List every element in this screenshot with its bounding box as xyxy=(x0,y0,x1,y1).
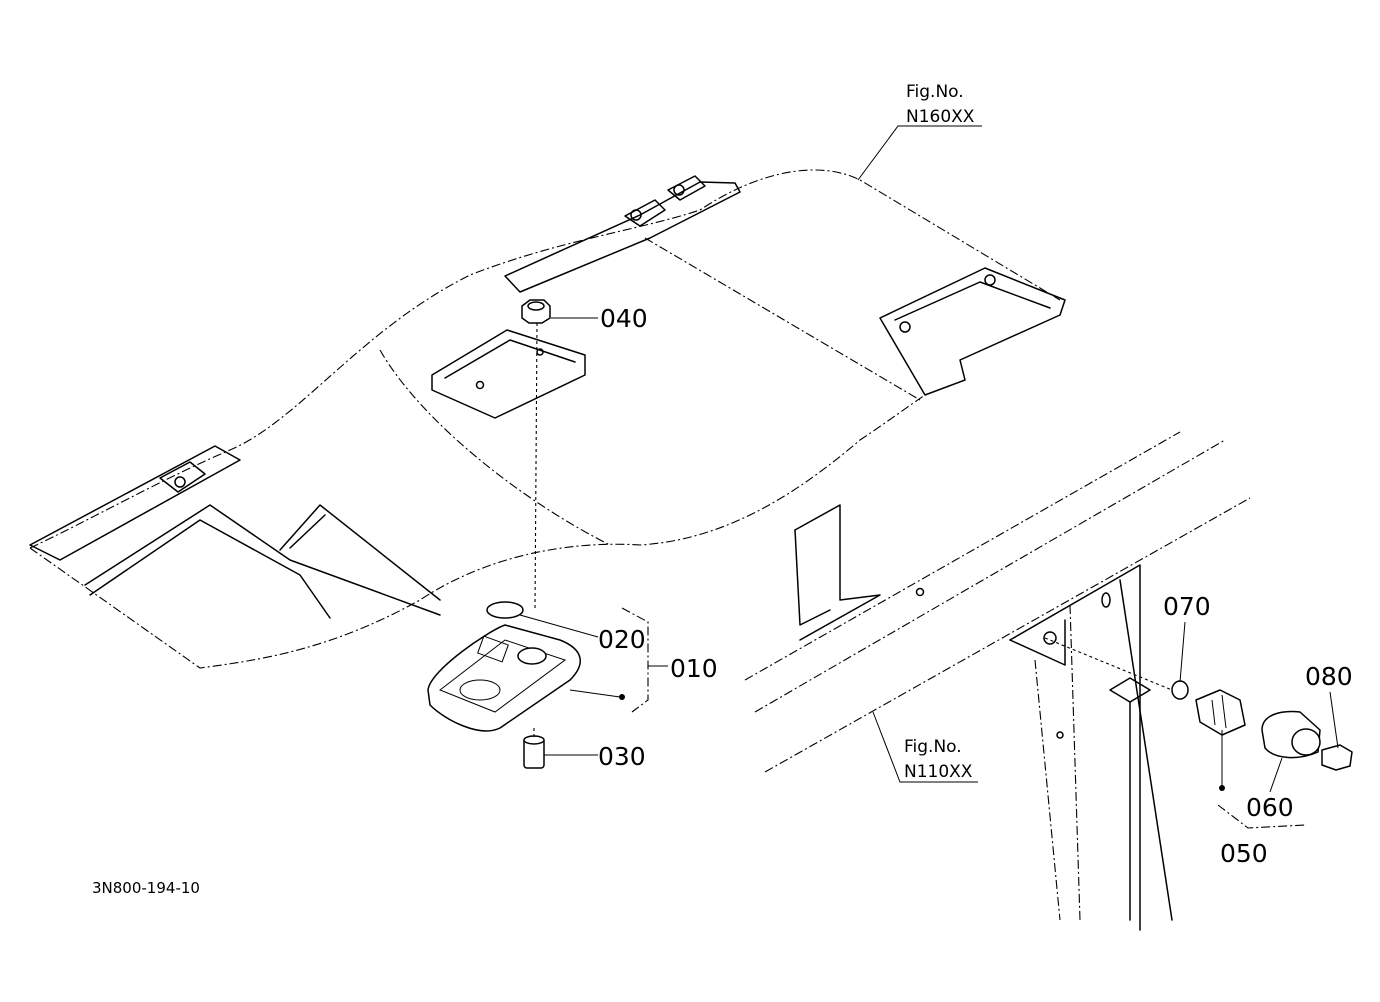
part-label-060: 060 xyxy=(1246,793,1294,822)
part-label-010: 010 xyxy=(670,654,718,683)
ref-lower-line1: Fig.No. xyxy=(904,737,962,757)
part-label-040: 040 xyxy=(600,304,648,333)
frame-beam xyxy=(744,431,1251,931)
part-label-050: 050 xyxy=(1220,839,1268,868)
drawing-code: 3N800-194-10 xyxy=(92,879,200,897)
part-label-070: 070 xyxy=(1163,592,1211,621)
exploded-components xyxy=(427,299,1353,771)
callout-leaders xyxy=(519,125,1339,829)
ref-upper-line2: N160XX xyxy=(906,107,975,127)
ref-lower-line2: N110XX xyxy=(904,762,973,782)
part-label-080: 080 xyxy=(1305,662,1353,691)
reference-lower: Fig.No. N110XX xyxy=(904,737,973,782)
part-label-030: 030 xyxy=(598,742,646,771)
reference-upper: Fig.No. N160XX xyxy=(906,82,975,127)
ref-upper-line1: Fig.No. xyxy=(906,82,964,102)
part-label-020: 020 xyxy=(598,625,646,654)
roof-panel xyxy=(29,169,1066,669)
